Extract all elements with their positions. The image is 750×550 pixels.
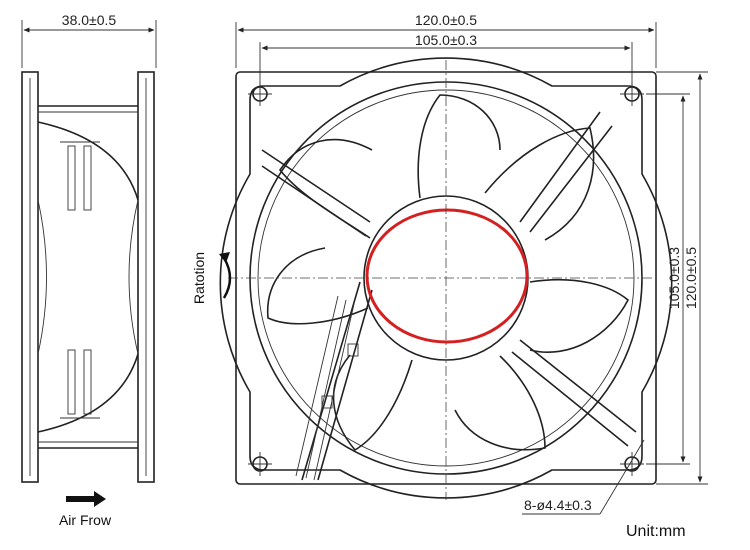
hub-highlight-circle — [365, 208, 529, 344]
outer-width-dim-text: 120.0±0.5 — [415, 12, 477, 28]
outer-height-dim-text: 120.0±0.5 — [683, 247, 699, 309]
rotation-arrow-icon — [222, 257, 232, 299]
fan-blade — [484, 127, 595, 241]
fan-blade — [279, 138, 373, 239]
rotation-label: Ratotion — [191, 252, 207, 304]
rotation-indicator: Ratotion — [191, 252, 232, 304]
fan-blade — [266, 247, 369, 325]
fan-blade — [417, 94, 501, 199]
fan-blade — [332, 354, 413, 452]
frame-inner-outline — [219, 57, 673, 499]
fan-blade — [454, 355, 546, 451]
outer-width-dimension: 120.0±0.5 — [235, 12, 657, 68]
fan-blade — [529, 278, 630, 353]
depth-dim-text: 38.0±0.5 — [62, 12, 117, 28]
fan-blades — [266, 94, 630, 452]
right-flange — [137, 71, 155, 483]
hole-spec-text: 8-ø4.4±0.3 — [524, 497, 592, 513]
left-flange — [21, 71, 39, 483]
hole-spacing-h-dim-text: 105.0±0.3 — [415, 32, 477, 48]
outer-height-dimension: 120.0±0.5 — [656, 71, 708, 485]
airflow-label: Air Frow — [59, 512, 112, 528]
unit-label: Unit:mm — [626, 523, 686, 540]
hole-spec-callout: 8-ø4.4±0.3 — [522, 439, 645, 515]
hole-spacing-v-dim-text: 105.0±0.3 — [666, 247, 682, 309]
side-view: 38.0±0.5 Air Frow — [21, 12, 157, 528]
front-view: 120.0±0.5 105.0±0.3 120.0±0.5 105.0±0.3 — [191, 12, 708, 515]
airflow-indicator: Air Frow — [59, 491, 112, 528]
support-struts — [261, 111, 637, 481]
hole-spacing-v-dimension: 105.0±0.3 — [646, 93, 690, 465]
airflow-arrow-icon — [66, 491, 106, 507]
depth-dimension: 38.0±0.5 — [21, 12, 157, 68]
mounting-holes — [248, 82, 644, 476]
